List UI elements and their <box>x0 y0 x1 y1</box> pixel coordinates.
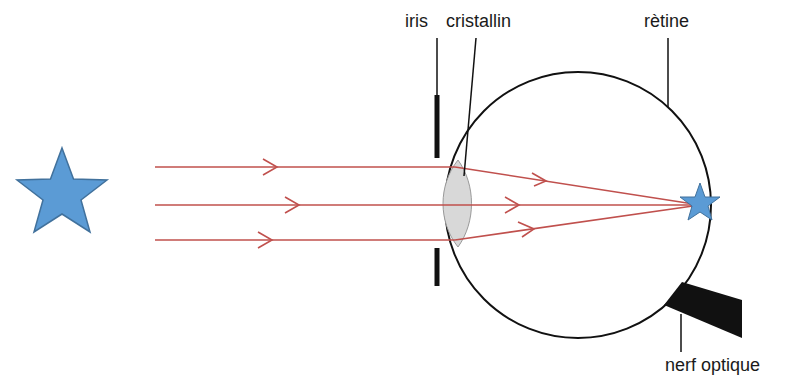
iris-bar <box>435 95 440 158</box>
part-label: cristallin <box>445 12 512 32</box>
part-label: nerf optique <box>664 356 761 376</box>
part-label: iris <box>404 12 429 32</box>
star-image <box>680 183 720 220</box>
light-rays <box>155 159 700 248</box>
iris-bar <box>435 248 440 286</box>
optic-nerve <box>664 282 742 338</box>
leader-lines <box>437 38 681 352</box>
star-object <box>17 148 107 232</box>
crystalline-lens <box>443 160 472 247</box>
part-label: rètine <box>643 12 690 32</box>
